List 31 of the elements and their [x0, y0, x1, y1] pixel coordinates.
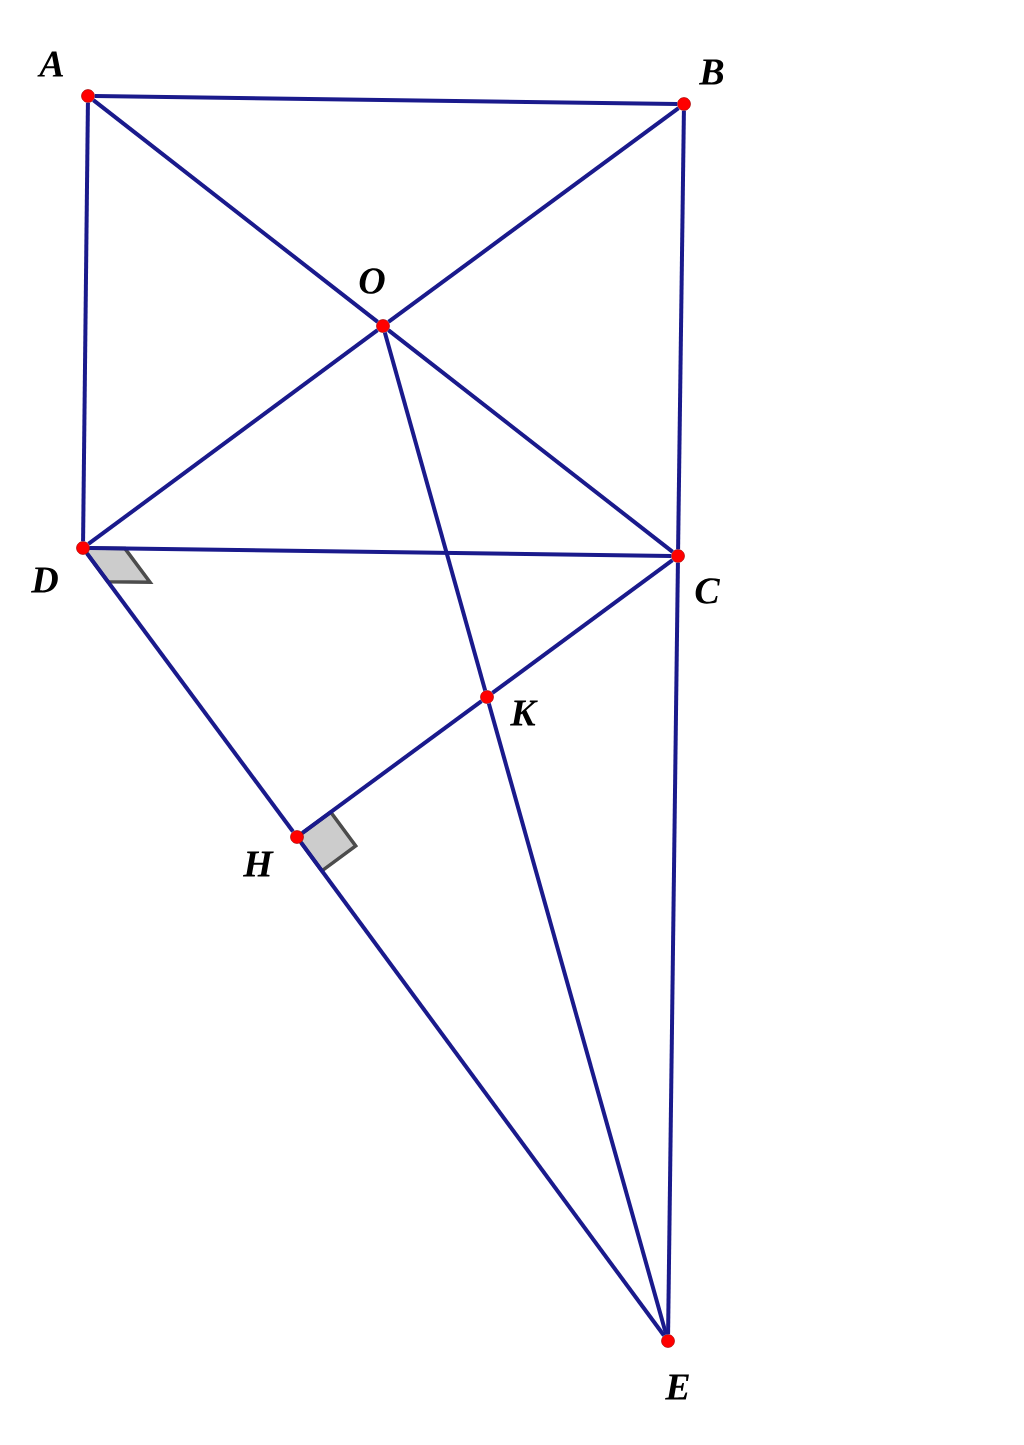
node-label: B	[698, 59, 724, 85]
segment	[486, 703, 669, 1335]
node-label: A	[37, 51, 64, 77]
segment	[387, 328, 674, 554]
point: A	[37, 51, 95, 103]
segment	[387, 106, 680, 324]
segment	[299, 841, 666, 1337]
point: D	[31, 541, 90, 593]
point: B	[677, 59, 724, 111]
segment	[301, 699, 483, 835]
segment	[81, 102, 90, 542]
point: H	[242, 830, 304, 877]
segment	[85, 552, 295, 833]
node-label: H	[242, 851, 274, 877]
point: E	[661, 1334, 689, 1400]
segment	[87, 328, 379, 546]
node-label: K	[510, 700, 538, 726]
node-label: C	[695, 578, 721, 604]
segment	[92, 98, 379, 324]
point: K	[480, 690, 538, 726]
segment	[89, 546, 672, 558]
point: C	[671, 549, 721, 604]
segment	[94, 94, 678, 106]
segment	[676, 110, 686, 550]
node-label: E	[665, 1374, 689, 1400]
segment	[666, 562, 680, 1335]
segment	[382, 332, 488, 691]
point: O	[359, 268, 390, 333]
node-label: O	[359, 268, 385, 294]
node-label: D	[31, 567, 58, 593]
segment	[491, 558, 674, 695]
